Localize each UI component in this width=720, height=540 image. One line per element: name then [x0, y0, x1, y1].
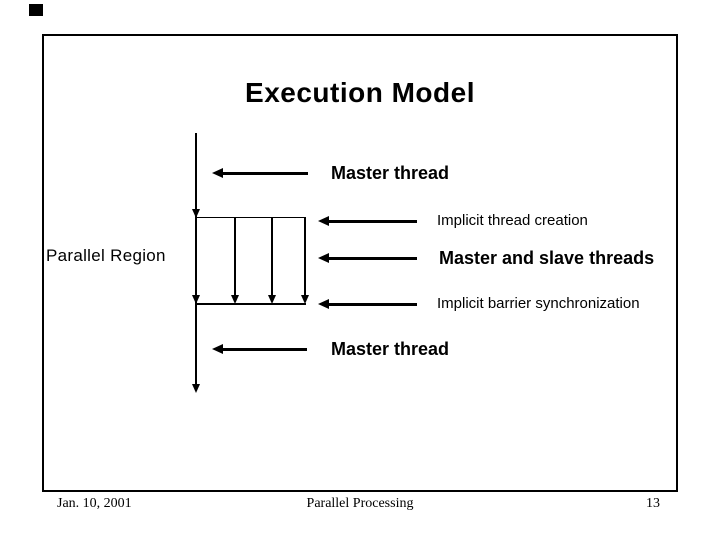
down-arrowhead-icon — [301, 295, 309, 304]
slide-border — [42, 34, 678, 492]
left-arrowhead-icon — [318, 216, 329, 226]
down-arrowhead-icon — [192, 384, 200, 393]
footer-page-number: 13 — [646, 496, 660, 511]
label-implicit-thread-creation: Implicit thread creation — [437, 212, 588, 229]
down-arrowhead-icon — [231, 295, 239, 304]
label-master-thread-bottom: Master thread — [331, 339, 450, 359]
left-arrowhead-icon — [212, 168, 223, 178]
slave-thread-line — [234, 218, 236, 296]
label-parallel-region: Parallel Region — [46, 246, 166, 265]
slave-thread-line — [304, 218, 306, 296]
callout-arrow-shaft — [221, 171, 308, 175]
slide-title: Execution Model — [245, 77, 475, 108]
left-arrowhead-icon — [318, 299, 329, 309]
callout-arrow-shaft — [327, 256, 417, 260]
fork-line — [195, 216, 306, 218]
top-left-corner-mark — [29, 4, 43, 16]
callout-arrow-shaft — [221, 347, 307, 351]
footer-date: Jan. 10, 2001 — [57, 496, 132, 511]
label-implicit-barrier-synchronization: Implicit barrier synchronization — [437, 295, 640, 312]
callout-arrow-shaft — [327, 302, 417, 306]
left-arrowhead-icon — [318, 253, 329, 263]
label-master-thread-top: Master thread — [331, 163, 450, 183]
footer-title: Parallel Processing — [306, 496, 414, 511]
label-master-and-slave-threads: Master and slave threads — [439, 248, 655, 268]
down-arrowhead-icon — [192, 295, 200, 304]
down-arrowhead-icon — [192, 209, 200, 218]
join-line — [195, 303, 306, 305]
slave-thread-line — [271, 218, 273, 296]
master-thread-line — [195, 133, 197, 386]
callout-arrow-shaft — [327, 219, 417, 223]
left-arrowhead-icon — [212, 344, 223, 354]
down-arrowhead-icon — [268, 295, 276, 304]
